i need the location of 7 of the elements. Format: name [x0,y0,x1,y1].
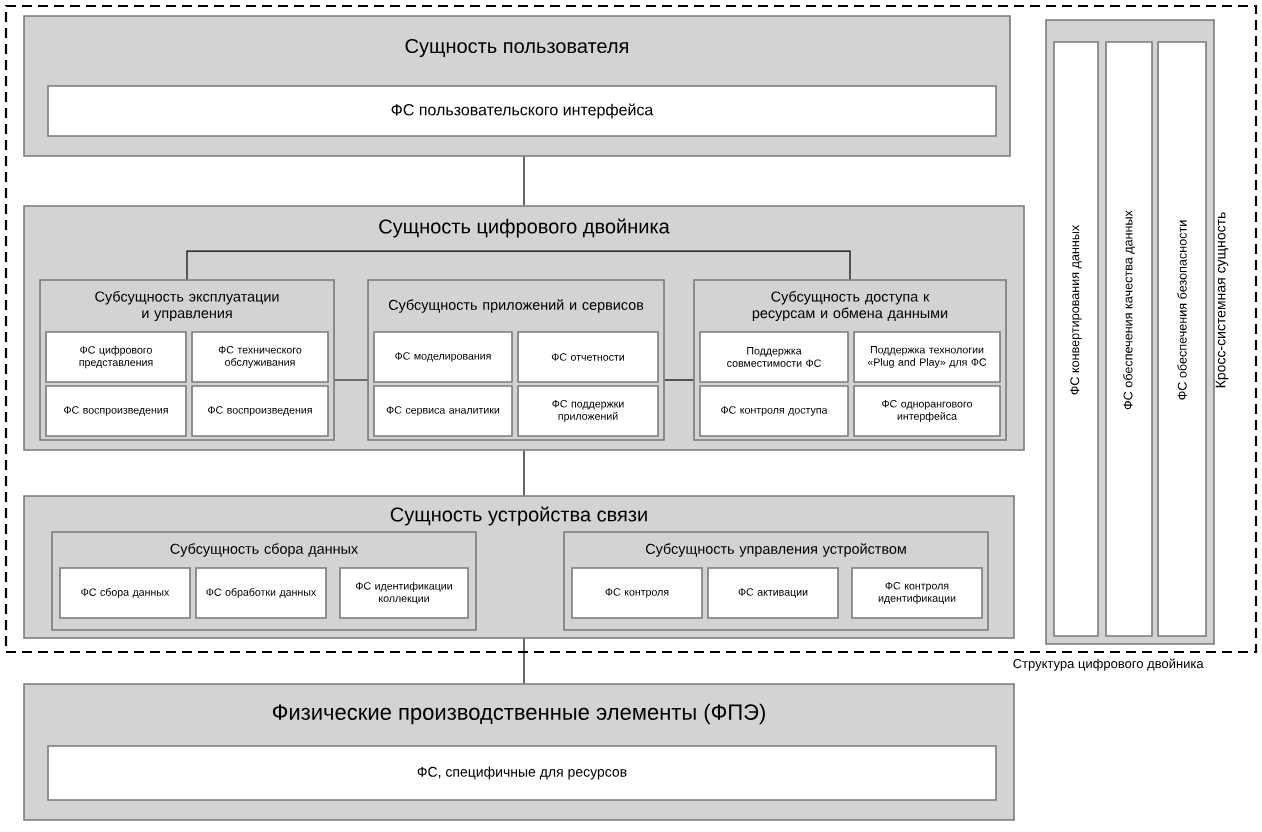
connector-line [523,156,525,206]
connector-line [664,379,694,381]
connector-line [186,250,851,280]
connector-line [334,379,368,381]
function-box: ФС пользовательского интерфейса [47,85,997,137]
connector-line [523,638,525,684]
connector-line [523,450,525,496]
